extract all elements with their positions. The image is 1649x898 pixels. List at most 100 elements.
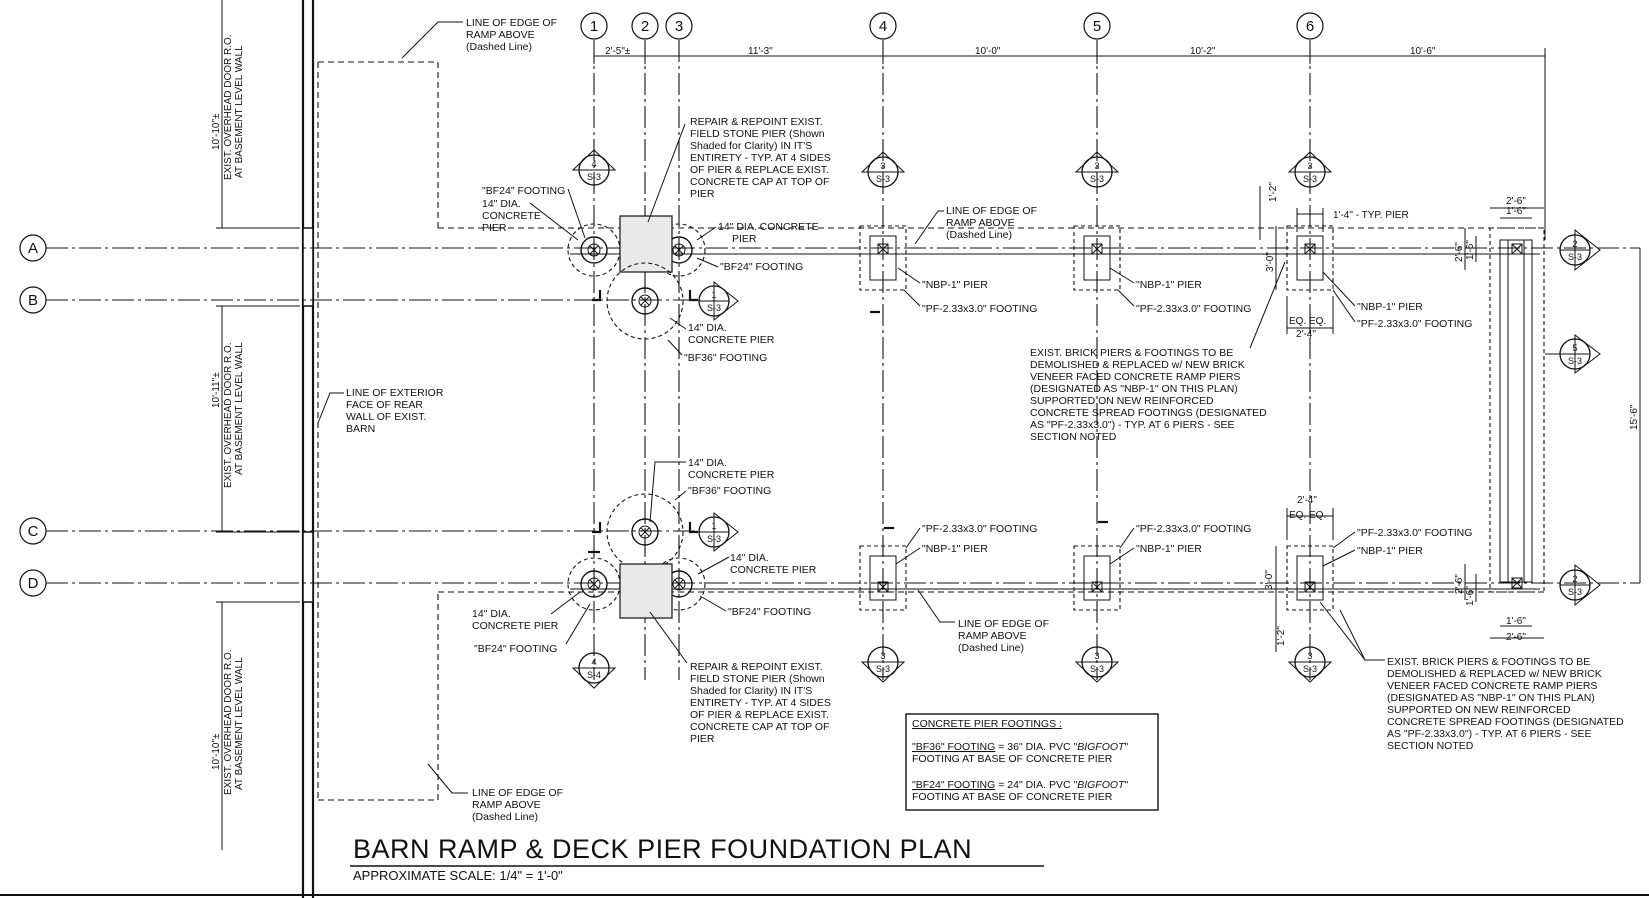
- row-bubble-A: A: [19, 234, 47, 262]
- marker-sheet: S-3: [707, 534, 721, 544]
- label-ext-wall: LINE OF EXTERIOR FACE OF REAR WALL OF EX…: [346, 387, 444, 435]
- section-marker-3-col5-top: 3 S-3: [1074, 151, 1120, 188]
- label-bf24-d3: "BF24" FOOTING: [728, 606, 811, 618]
- marker-sheet: S-3: [876, 174, 890, 184]
- marker-sheet: S-3: [1090, 174, 1104, 184]
- label-a4: "NBP-1" PIER "PF-2.33x3.0" FOOTING: [922, 279, 1037, 315]
- pier-A5: [1073, 225, 1121, 291]
- section-marker-3-col4-bot: 3 S-3: [860, 646, 906, 683]
- label-repair-top: REPAIR & REPOINT EXIST. FIELD STONE PIER…: [690, 116, 831, 200]
- label-line: FIELD STONE PIER (Shown: [690, 673, 825, 685]
- label-line: ENTIRETY - TYP. AT 4 SIDES: [690, 697, 831, 709]
- label-bf36-b: "BF36" FOOTING: [684, 352, 767, 364]
- dim-pf-h-bot: 3'-0": [1264, 570, 1275, 590]
- label-line: SUPPORTED ON NEW REINFORCED: [1387, 704, 1571, 716]
- section-marker-5-right: 5 S-3: [1545, 333, 1601, 375]
- dim-eq-top: EQ. EQ.: [1289, 316, 1326, 327]
- label-line: AS "PF-2.33x3.0") - TYP. AT 6 PIERS - SE…: [1030, 419, 1235, 431]
- marker-sheet: S-3: [1568, 356, 1582, 366]
- dim-ramp-bot-w: 2'-6": [1506, 632, 1526, 643]
- label-line: RAMP ABOVE: [472, 799, 541, 811]
- label-line: (Dashed Line): [472, 811, 538, 823]
- column-bubble-6: 6: [1296, 12, 1324, 40]
- marker-sheet: S-3: [1090, 664, 1104, 674]
- label-pf-d6: "PF-2.33x3.0" FOOTING: [1357, 527, 1472, 539]
- section-marker-3-col6-top: 3 S-3: [1287, 151, 1333, 188]
- drawing-scale: APPROXIMATE SCALE: 1/4" = 1'-0": [353, 868, 563, 883]
- label-line: DEMOLISHED & REPLACED w/ NEW BRICK: [1387, 668, 1602, 680]
- door-dim-bot-value: 10'-10"±: [211, 733, 222, 770]
- legend-bf36-key: "BF36" FOOTING: [912, 741, 995, 753]
- label-nbp-d4: "NBP-1" PIER: [922, 543, 988, 555]
- label-line: LINE OF EXTERIOR: [346, 387, 444, 399]
- ramp-end-structure: 2'-6" 1'-6" 2'-6" 1'-6" 2'-6" 1'-6" 1'-6…: [1454, 196, 1545, 643]
- section-marker-3-col6-bot: 3 S-3: [1287, 646, 1333, 683]
- marker-sheet: S-3: [587, 172, 601, 182]
- label-line: EXIST. BRICK PIERS & FOOTINGS TO BE: [1030, 347, 1233, 359]
- door-dim-mid-value: 10'-11"±: [211, 372, 222, 408]
- dim-eq-bot: EQ. EQ.: [1289, 510, 1326, 521]
- label-line: 14" DIA.: [482, 198, 521, 210]
- label-line: CONCRETE PIER: [472, 620, 559, 632]
- label-line: CONCRETE CAP AT TOP OF: [690, 176, 829, 188]
- label-line: WALL OF EXIST.: [346, 411, 426, 423]
- door-note-mid-2: AT BASEMENT LEVEL WALL: [234, 342, 245, 475]
- pier-D5: [1073, 520, 1121, 611]
- legend-heading: CONCRETE PIER FOOTINGS :: [912, 718, 1062, 730]
- label-line: CONCRETE PIER: [688, 469, 775, 481]
- label-c2: 14" DIA. CONCRETE PIER "BF36" FOOTING: [688, 457, 775, 497]
- label-line: CONCRETE PIER: [730, 564, 817, 576]
- stone-pier-A2: [619, 215, 673, 273]
- label-pf-a4: "PF-2.33x3.0" FOOTING: [922, 303, 1037, 315]
- row-label: B: [28, 292, 38, 309]
- legend-bf36-line2: FOOTING AT BASE OF CONCRETE PIER: [912, 753, 1113, 765]
- label-line: PIER: [690, 733, 715, 745]
- legend-bf24-text: = 24" DIA. PVC ": [995, 779, 1077, 791]
- legend-bf24-brand: BIGFOOT: [1077, 779, 1126, 791]
- label-line: RAMP ABOVE: [946, 217, 1015, 229]
- column-label: 3: [675, 18, 683, 35]
- label-line: SECTION NOTED: [1030, 431, 1117, 443]
- row-label: A: [28, 240, 38, 257]
- label-b2: 14" DIA. CONCRETE PIER "BF36" FOOTING: [684, 322, 775, 364]
- marker-num: 1: [711, 521, 716, 531]
- label-line: EXIST. BRICK PIERS & FOOTINGS TO BE: [1387, 656, 1590, 668]
- door-dim-bot: 10'-10"± EXIST. OVERHEAD DOOR R.O. AT BA…: [211, 649, 245, 795]
- label-line: CONCRETE: [482, 210, 541, 222]
- label-line: VENEER FACED CONCRETE RAMP PIERS: [1030, 371, 1240, 383]
- marker-sheet: S-3: [876, 664, 890, 674]
- label-brick-top: EXIST. BRICK PIERS & FOOTINGS TO BE DEMO…: [1030, 347, 1267, 443]
- marker-sheet: S-3: [1568, 587, 1582, 597]
- label-d1: 14" DIA. CONCRETE PIER "BF24" FOOTING: [472, 608, 559, 655]
- door-dim-top-value: 10'-10"±: [211, 113, 222, 150]
- label-repair-bot: REPAIR & REPOINT EXIST. FIELD STONE PIER…: [690, 661, 831, 745]
- label-a3: 14" DIA. CONCRETE PIER "BF24" FOOTING: [718, 221, 819, 273]
- dim-top-4: 10'-2": [1190, 46, 1216, 57]
- grid-rows: [46, 247, 1640, 590]
- marker-sheet: S-3: [1303, 664, 1317, 674]
- section-marker-3-col5-bot: 3 S-3: [1074, 646, 1120, 683]
- dim-ramp-top-w: 2'-6": [1506, 196, 1526, 207]
- row-label: C: [28, 523, 39, 540]
- label-line: FACE OF REAR: [346, 399, 423, 411]
- dim-ramp-top-h2: 1'-6": [1465, 240, 1476, 260]
- section-marker-4-bottom: 4 S-4: [571, 652, 617, 689]
- label-line: BARN: [346, 423, 375, 435]
- label-nbp-a4: "NBP-1" PIER: [922, 279, 988, 291]
- dim-pier-typ: 1'-4" - TYP. PIER: [1333, 210, 1409, 221]
- marker-num: 5: [1572, 343, 1577, 353]
- section-marker-2-bot-right: 2 S-3: [1559, 563, 1601, 607]
- label-pf-d5: "PF-2.33x3.0" FOOTING: [1136, 523, 1251, 535]
- door-dim-mid: 10'-11"± EXIST. OVERHEAD DOOR R.O. AT BA…: [211, 342, 245, 488]
- legend-bf36-text: = 36" DIA. PVC ": [995, 741, 1077, 753]
- marker-num: 3: [1307, 651, 1312, 661]
- column-label: 5: [1093, 18, 1101, 35]
- label-bf24-d1: "BF24" FOOTING: [474, 643, 557, 655]
- label-line: OF PIER & REPLACE EXIST.: [690, 164, 829, 176]
- label-ramp-edge-mid-top: LINE OF EDGE OF RAMP ABOVE (Dashed Line): [946, 205, 1037, 241]
- dim-pier-off-bot: 1'-2": [1276, 626, 1287, 646]
- label-line: (DESIGNATED AS "NBP-1" ON THIS PLAN): [1387, 692, 1595, 704]
- label-a6: "NBP-1" PIER "PF-2.33x3.0" FOOTING: [1357, 301, 1472, 330]
- label-line: PIER: [690, 188, 715, 200]
